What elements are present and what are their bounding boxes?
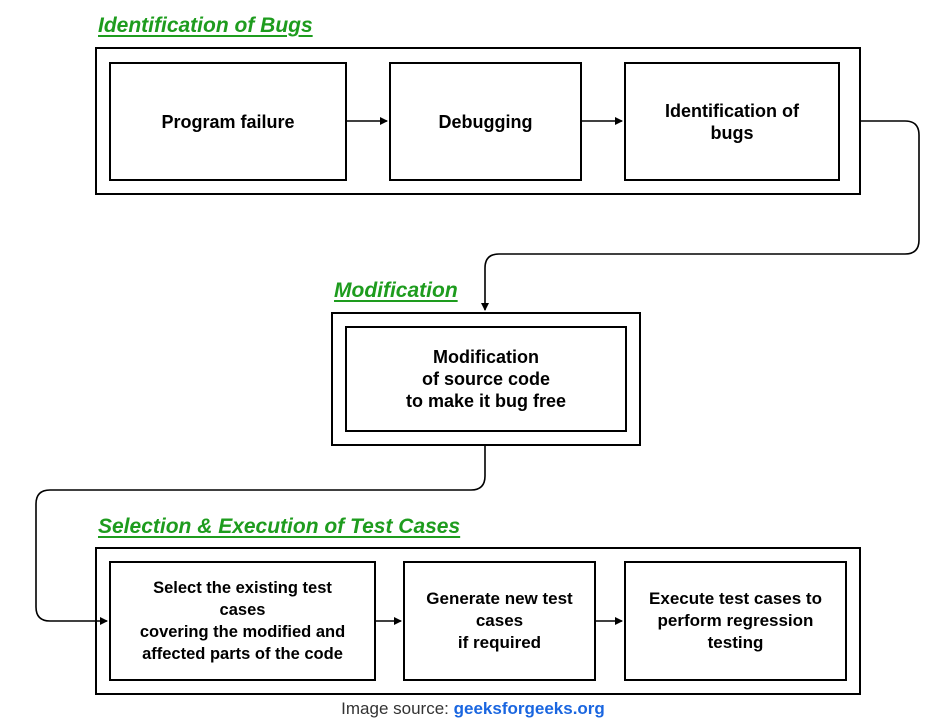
program-failure-box: Program failure: [109, 62, 347, 181]
connector-modification-to-selection: [35, 446, 486, 625]
execute-test-cases-box: Execute test cases to perform regression…: [624, 561, 847, 681]
section-title-identification-of-bugs: Identification of Bugs: [98, 14, 313, 37]
credit-prefix: Image source:: [341, 699, 454, 718]
identification-of-bugs-box: Identification of bugs: [624, 62, 840, 181]
image-source-credit: Image source: geeksforgeeks.org: [0, 697, 946, 721]
section-title-selection-and-execution: Selection & Execution of Test Cases: [98, 515, 461, 538]
section-title-modification: Modification: [334, 279, 458, 302]
connector-identification-to-modification: [481, 120, 920, 311]
credit-link[interactable]: geeksforgeeks.org: [453, 699, 605, 718]
debugging-box: Debugging: [389, 62, 582, 181]
modification-of-source-code-box: Modification of source code to make it b…: [345, 326, 627, 432]
select-existing-test-cases-box: Select the existing test cases covering …: [109, 561, 376, 681]
generate-new-test-cases-box: Generate new test cases if required: [403, 561, 596, 681]
